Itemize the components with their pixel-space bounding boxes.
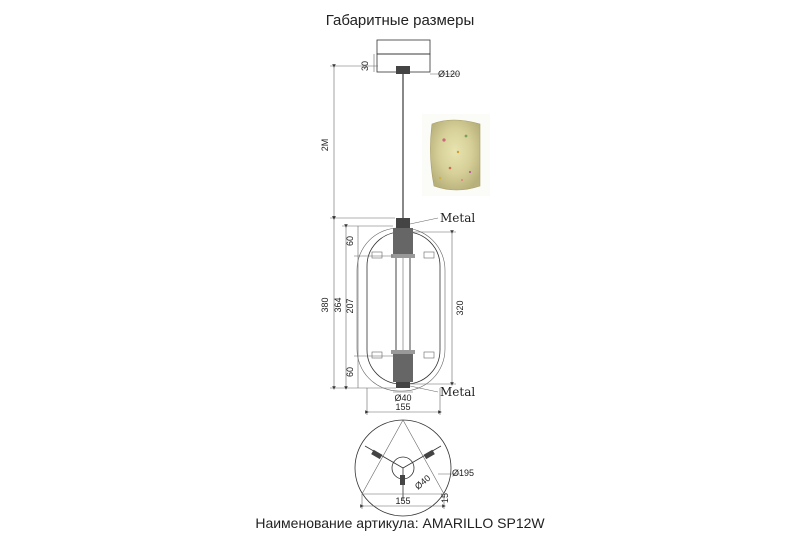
cable-length-label: 2М	[320, 139, 330, 152]
bottom-width-label: 155	[395, 496, 410, 506]
clip-top-right	[423, 251, 435, 259]
top-segment-label: 60	[345, 236, 355, 246]
bottom-segment-label: 60	[345, 367, 355, 377]
frame-height-label: 364	[333, 297, 343, 312]
canopy-diameter-label: Ø120	[438, 69, 460, 79]
callout-line-top	[409, 217, 439, 225]
glass-sample-image	[422, 114, 490, 196]
callout-metal-top: Metal	[440, 211, 475, 225]
clip-bottom-left	[371, 351, 383, 359]
clip-top-left	[371, 251, 383, 259]
page-title: Габаритные размеры	[325, 12, 475, 29]
bottom-diameter-label: Ø195	[452, 468, 474, 478]
callout-line-bottom	[409, 385, 439, 393]
tube-diameter-label: Ø40	[394, 393, 411, 403]
middle-segment-label: 207	[345, 298, 355, 313]
width-label: 155	[395, 402, 410, 412]
article-name: Наименование артикула: AMARILLO SP12W	[255, 515, 545, 531]
bottom-offset-label: 15	[440, 493, 450, 503]
overall-height-label: 380	[320, 297, 330, 312]
bottom-view	[354, 419, 452, 517]
bottom-small-diameter-label: Ø40	[413, 473, 432, 492]
glass-height-label: 320	[455, 300, 465, 315]
clip-bottom-right	[423, 351, 435, 359]
callout-metal-bottom: Metal	[440, 385, 475, 399]
canopy	[376, 39, 431, 74]
center-tube	[391, 218, 415, 388]
